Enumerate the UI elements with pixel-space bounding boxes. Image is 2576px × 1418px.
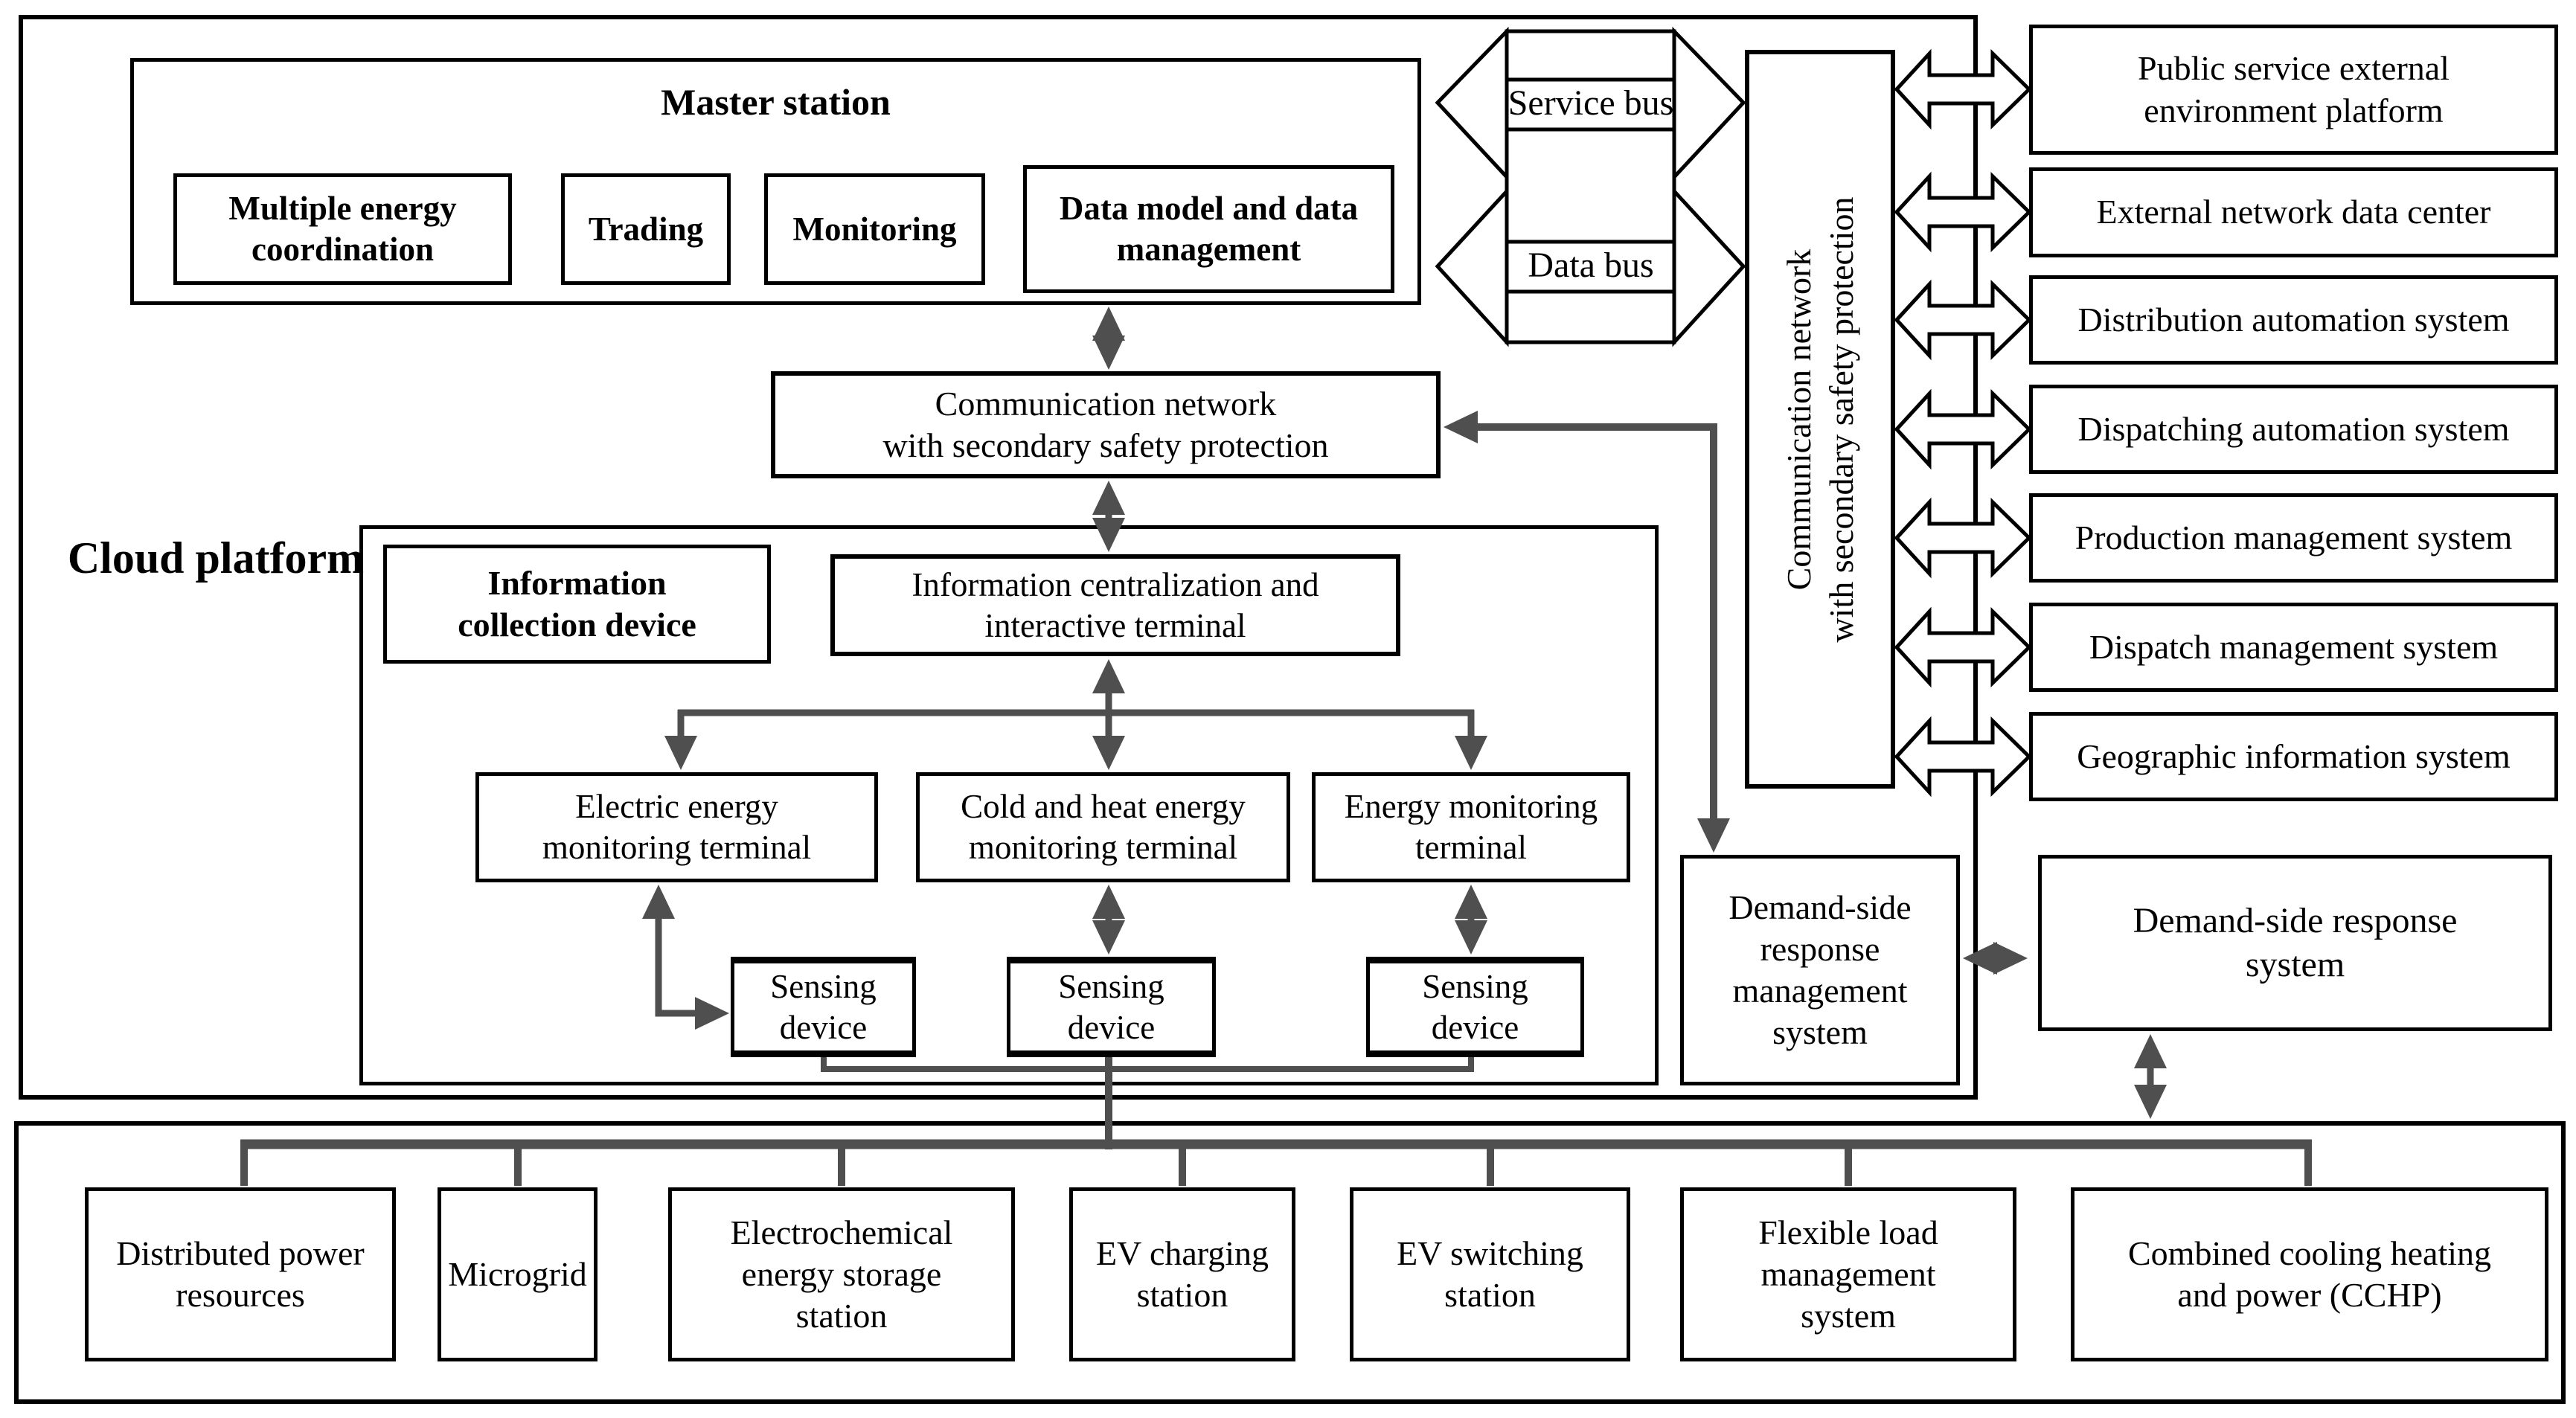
terminal-energy-monitoring: Energy monitoring terminal bbox=[1312, 772, 1630, 882]
field-distributed-power: Distributed power resources bbox=[85, 1187, 396, 1361]
field-electrochemical-storage: Electrochemical energy storage station bbox=[668, 1187, 1015, 1361]
external-system-dispatching-automation: Dispatching automation system bbox=[2029, 385, 2558, 474]
external-system-public-service: Public service external environment plat… bbox=[2029, 25, 2558, 155]
demand-side-response-management-box: Demand-side response management system bbox=[1680, 855, 1960, 1085]
master-station-title: Master station bbox=[661, 81, 891, 123]
module-monitoring: Monitoring bbox=[764, 173, 985, 285]
cloud-platform-label: Cloud platform bbox=[67, 533, 365, 583]
field-cchp: Combined cooling heating and power (CCHP… bbox=[2071, 1187, 2548, 1361]
field-layer-boundary bbox=[14, 1121, 2566, 1404]
information-collection-device-box: Information collection device bbox=[383, 545, 771, 664]
field-flexible-load: Flexible load management system bbox=[1680, 1187, 2016, 1361]
communication-network-vertical-label: Communication network with secondary saf… bbox=[1779, 196, 1861, 643]
demand-side-response-system-box: Demand-side response system bbox=[2038, 855, 2552, 1031]
communication-network-vertical-box: Communication network with secondary saf… bbox=[1745, 50, 1895, 789]
sensing-device-2: Sensing device bbox=[1007, 957, 1216, 1057]
service-bus-label: Service bus bbox=[1508, 83, 1674, 123]
terminal-cold-heat-energy: Cold and heat energy monitoring terminal bbox=[916, 772, 1290, 882]
field-ev-switching: EV switching station bbox=[1350, 1187, 1630, 1361]
module-multiple-energy-coordination: Multiple energy coordination bbox=[173, 173, 512, 285]
information-centralization-terminal-box: Information centralization and interacti… bbox=[830, 554, 1400, 656]
external-system-distribution-automation: Distribution automation system bbox=[2029, 275, 2558, 365]
external-system-network-data-center: External network data center bbox=[2029, 167, 2558, 257]
sensing-device-3: Sensing device bbox=[1366, 957, 1584, 1057]
external-system-geographic-information: Geographic information system bbox=[2029, 712, 2558, 801]
communication-network-horizontal-box: Communication network with secondary saf… bbox=[771, 371, 1441, 478]
module-trading: Trading bbox=[561, 173, 731, 285]
field-microgrid: Microgrid bbox=[438, 1187, 597, 1361]
data-bus-label: Data bus bbox=[1528, 245, 1654, 285]
module-data-model-management: Data model and data management bbox=[1023, 165, 1394, 293]
terminal-electric-energy: Electric energy monitoring terminal bbox=[475, 772, 878, 882]
arrow-response-field bbox=[2134, 1034, 2167, 1119]
master-station-box bbox=[130, 58, 1421, 305]
external-system-production-management: Production management system bbox=[2029, 493, 2558, 583]
sensing-device-1: Sensing device bbox=[731, 957, 916, 1057]
field-ev-charging: EV charging station bbox=[1069, 1187, 1295, 1361]
external-system-dispatch-management: Dispatch management system bbox=[2029, 603, 2558, 692]
